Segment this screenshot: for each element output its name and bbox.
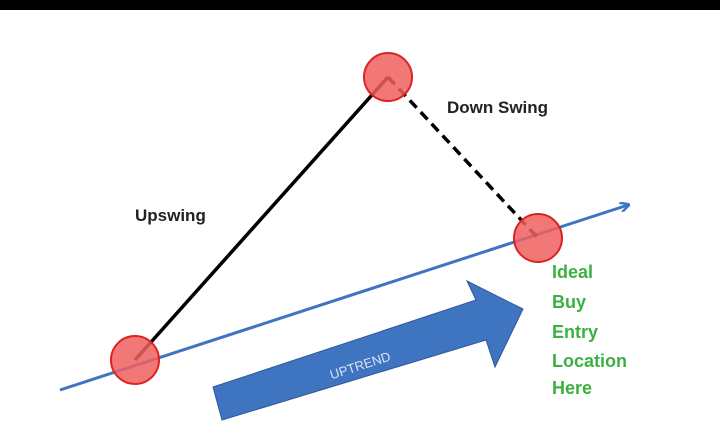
uptrend-arrow <box>212 279 524 421</box>
top-bar <box>0 0 720 10</box>
upswing-label: Upswing <box>135 206 206 225</box>
down-swing-label: Down Swing <box>447 98 548 117</box>
entry-point <box>513 213 563 263</box>
entry-text-line: Ideal <box>552 262 593 282</box>
entry-text-line: Entry <box>552 322 598 342</box>
swing-high-point <box>363 52 413 102</box>
upswing-line <box>133 75 390 362</box>
swing-low-point <box>110 335 160 385</box>
entry-text-line: Location <box>552 351 627 371</box>
down-swing-line <box>386 75 540 240</box>
entry-text-line: Buy <box>552 292 586 312</box>
entry-text-line: Here <box>552 378 592 398</box>
